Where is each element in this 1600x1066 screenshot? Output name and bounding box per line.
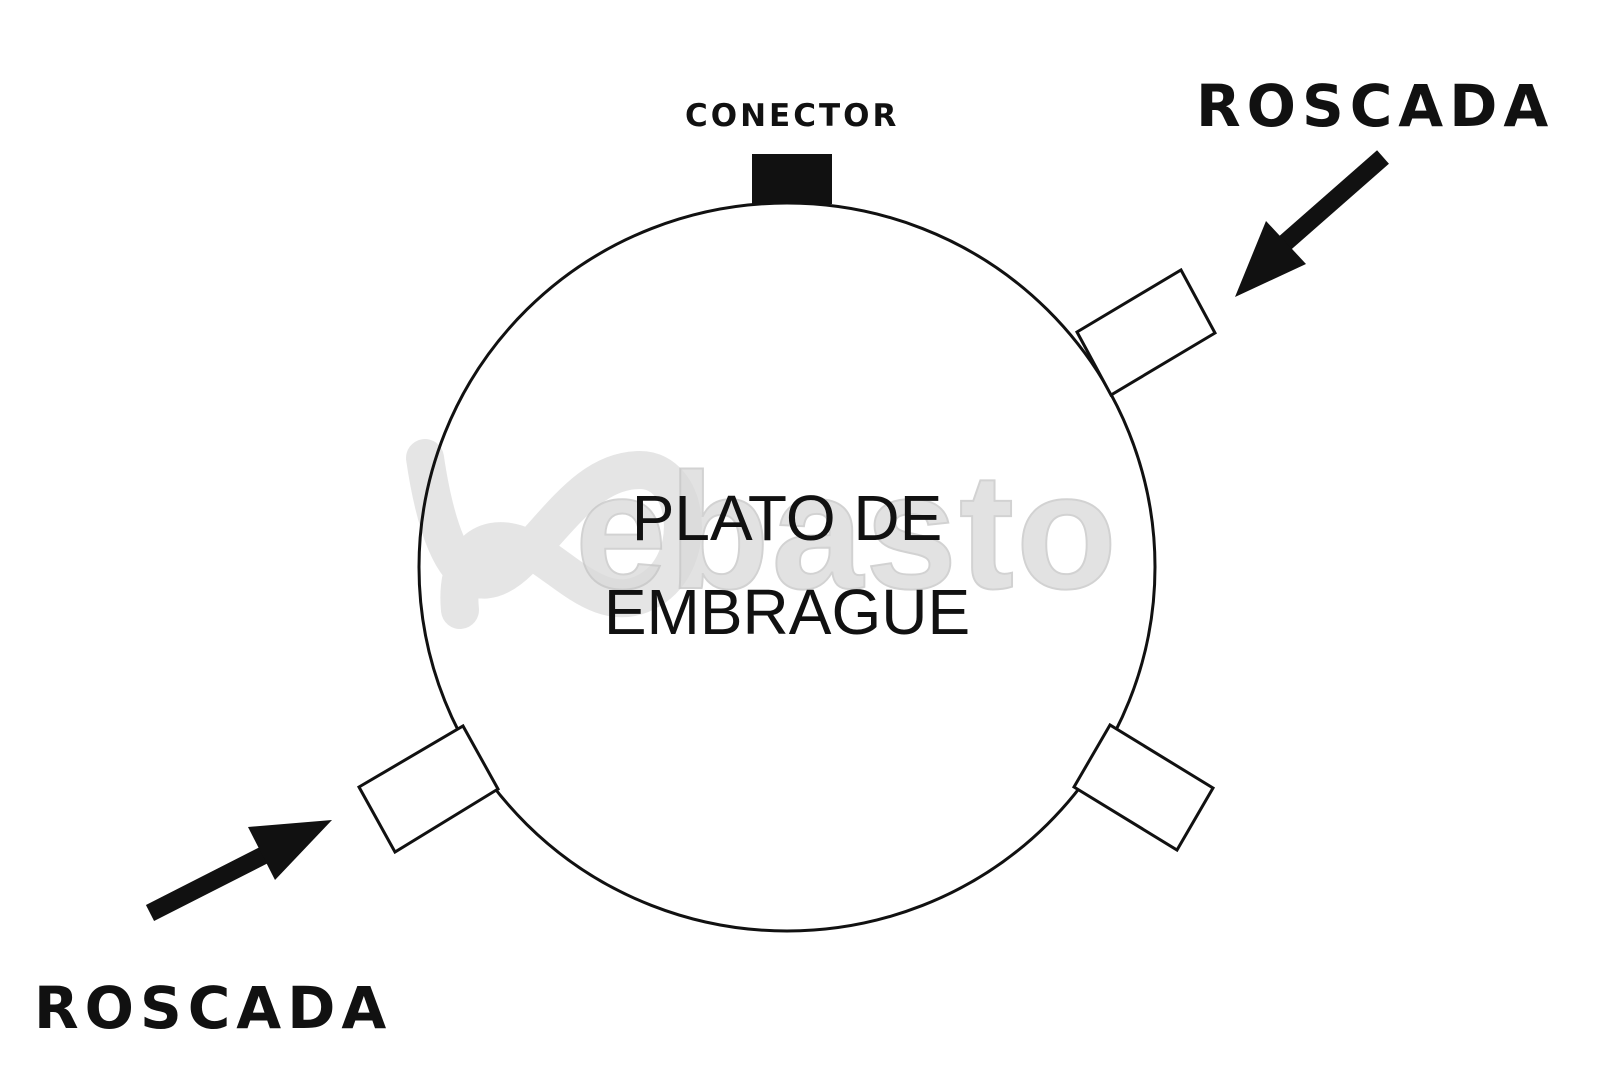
plate-label-line1: PLATO DE — [632, 482, 943, 554]
thread-label-bottom-left: ROSCADA — [34, 974, 392, 1042]
arrow-bottom-left — [145, 820, 332, 922]
watermark-text: ebasto — [575, 439, 1119, 623]
thread-label-top-right: ROSCADA — [1196, 72, 1554, 140]
connector-label: CONECTOR — [685, 98, 899, 134]
watermark: ebasto — [406, 438, 1119, 629]
arrow-top-right — [1235, 150, 1389, 297]
arrow-bottom-left-head — [248, 820, 332, 880]
threaded-tab-bottom-left — [356, 723, 501, 855]
connector-block — [752, 154, 832, 204]
arrow-top-right-head — [1235, 221, 1306, 297]
plate-label-line2: EMBRAGUE — [604, 576, 970, 648]
threaded-tab-top-right — [1074, 267, 1218, 398]
watermark-logo-mark — [406, 439, 702, 629]
tab-bottom-right — [1071, 722, 1216, 853]
